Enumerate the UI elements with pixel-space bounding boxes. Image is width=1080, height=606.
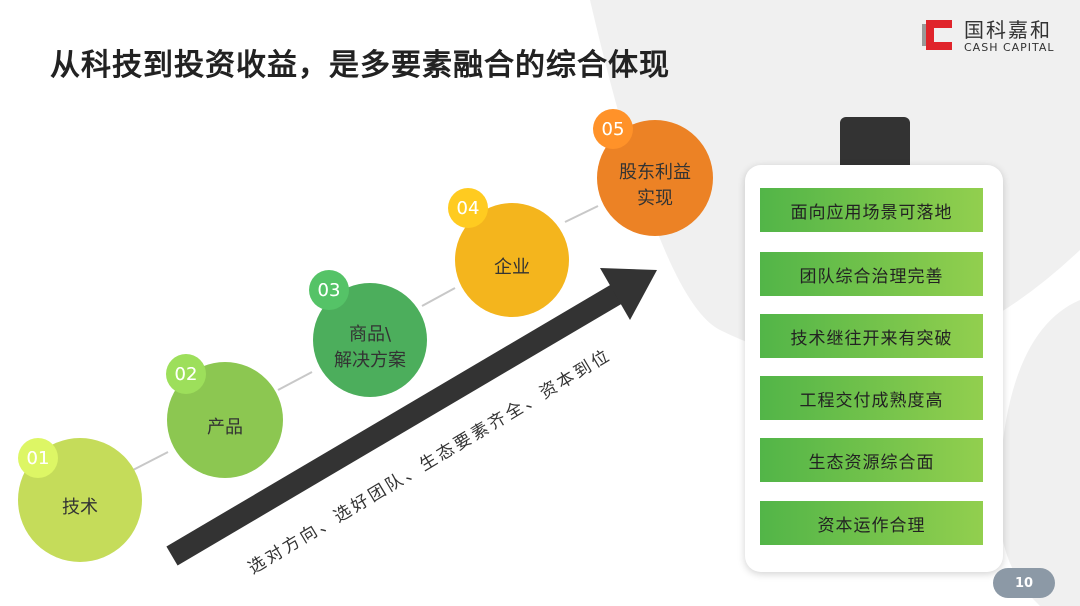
connector-arrow: [132, 451, 169, 471]
step-number-badge: 04: [448, 188, 488, 228]
logo-c-icon: [922, 20, 952, 50]
factor-bar: 技术继往开来有突破: [760, 314, 983, 358]
page-number: 10: [993, 568, 1055, 598]
step-number-badge: 03: [309, 270, 349, 310]
step-label: 商品\ 解决方案: [334, 324, 406, 371]
step-circle-02: 产品: [167, 362, 283, 478]
step-label: 企业: [494, 257, 530, 278]
factor-bar: 团队综合治理完善: [760, 252, 983, 296]
step-label: 股东利益 实现: [619, 162, 691, 209]
connector-arrow: [277, 371, 313, 391]
panel-tab: [840, 117, 910, 173]
factor-bar: 生态资源综合面: [760, 438, 983, 482]
step-label: 产品: [207, 417, 243, 438]
factor-bar: 资本运作合理: [760, 501, 983, 545]
connector-arrow: [421, 287, 456, 307]
logo-en: CASH CAPITAL: [964, 41, 1055, 54]
logo: 国科嘉和 CASH CAPITAL: [918, 10, 1068, 60]
step-number-badge: 01: [18, 438, 58, 478]
step-number-badge: 05: [593, 109, 633, 149]
factor-bar: 工程交付成熟度高: [760, 376, 983, 420]
page-title: 从科技到投资收益，是多要素融合的综合体现: [50, 48, 670, 83]
logo-cn: 国科嘉和: [964, 18, 1052, 42]
step-number-badge: 02: [166, 354, 206, 394]
connector-arrow: [564, 205, 599, 223]
factor-bar: 面向应用场景可落地: [760, 188, 983, 232]
step-label: 技术: [62, 497, 98, 518]
growth-arrow: [166, 268, 657, 566]
